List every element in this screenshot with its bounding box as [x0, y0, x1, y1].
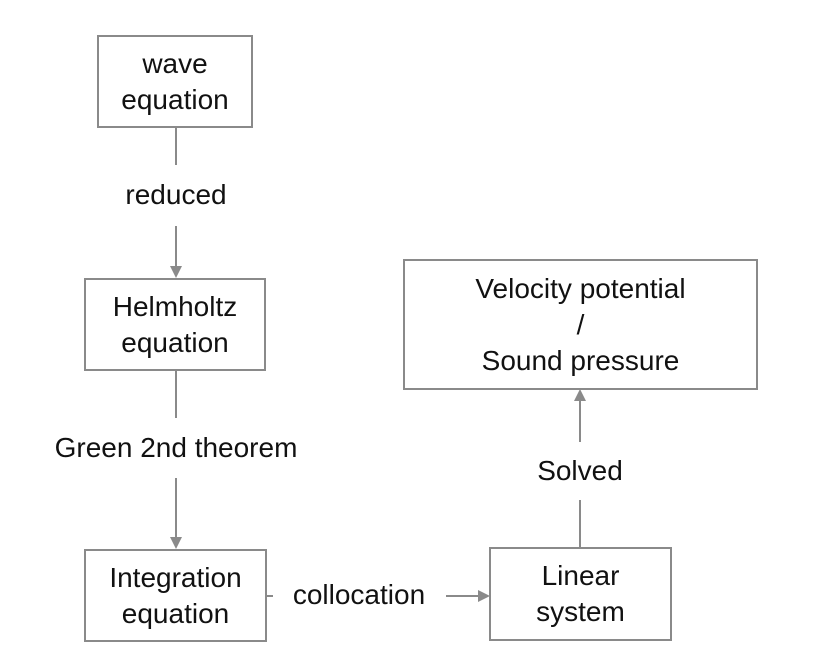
node-helmholtz-equation-line-2: equation — [121, 326, 229, 358]
node-wave-equation: wave equation — [97, 35, 253, 128]
node-result-line-1: Velocity potential — [475, 272, 686, 304]
node-wave-equation-line-2: equation — [121, 83, 229, 115]
edge-label-green-2nd-theorem: Green 2nd theorem — [24, 431, 328, 465]
node-linear-system-line-1: Linear — [541, 560, 620, 591]
node-wave-equation-line-1: wave — [142, 47, 208, 79]
node-integration-equation-line-2: equation — [121, 597, 230, 629]
node-helmholtz-equation: Helmholtz equation — [84, 278, 266, 371]
node-result-line-3: Sound pressure — [481, 344, 680, 376]
node-linear-system: Linear system — [489, 547, 672, 641]
node-helmholtz-equation-line-1: Helmholtz — [112, 290, 238, 322]
edge-label-reduced: reduced — [96, 178, 256, 212]
edge-label-collocation: collocation — [276, 578, 442, 612]
node-integration-equation-line-1: Integration — [109, 561, 242, 593]
node-velocity-potential-sound-pressure: Velocity potential / Sound pressure — [403, 259, 758, 390]
node-linear-system-line-2: system — [536, 596, 625, 627]
node-result-line-2: / — [576, 308, 585, 340]
node-integration-equation: Integration equation — [84, 549, 267, 642]
edge-label-solved: Solved — [515, 454, 645, 488]
